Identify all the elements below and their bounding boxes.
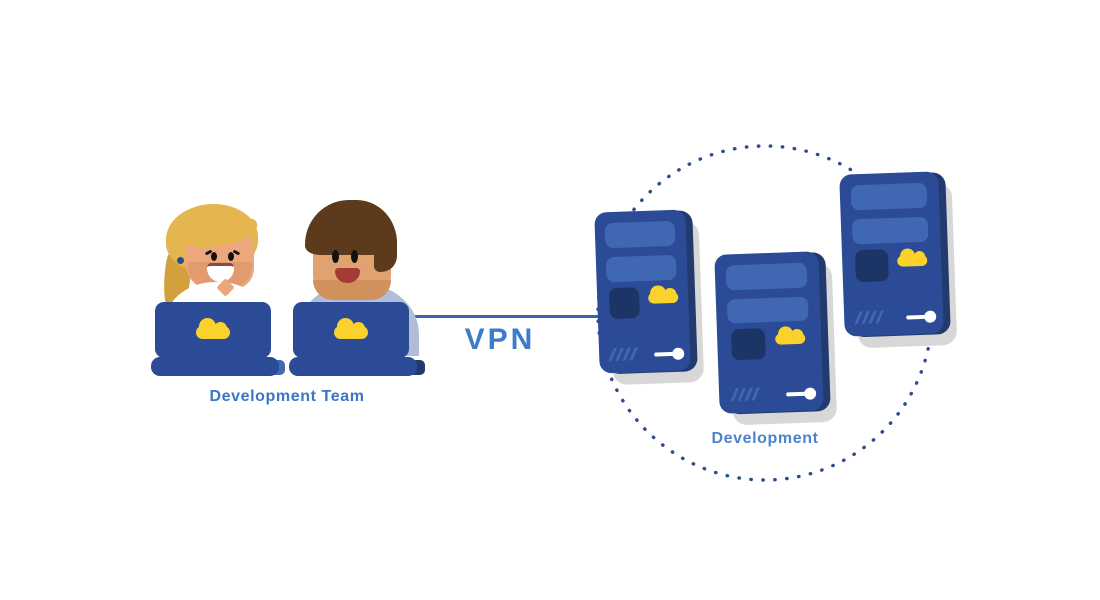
server-body (839, 171, 944, 337)
server-body (714, 251, 824, 414)
woman-eye-right (228, 252, 234, 261)
toggle-knob (924, 310, 937, 323)
server-panel (604, 221, 676, 249)
power-toggle-icon (654, 347, 685, 360)
man-mouth (335, 268, 360, 283)
toggle-knob (803, 387, 816, 400)
cloud-icon (775, 332, 806, 345)
team-label: Development Team (209, 388, 365, 405)
man-eye-right (351, 250, 358, 263)
vpn-label: VPN (464, 323, 536, 356)
server-panel (850, 183, 928, 211)
server-group-label: Development (711, 430, 819, 447)
server-panel (727, 296, 809, 324)
server-2 (714, 251, 838, 426)
woman-smile (207, 263, 234, 282)
server-drive-bay (730, 327, 766, 361)
vents-icon (608, 347, 638, 362)
cloud-icon (196, 317, 230, 339)
laptop-1 (151, 302, 285, 378)
vpn-connection-line (410, 315, 602, 318)
cloud-icon (334, 317, 368, 339)
man-eye-left (332, 250, 339, 263)
cloud-icon (648, 291, 679, 304)
server-panel (605, 254, 677, 283)
laptop-base (151, 357, 279, 376)
woman-eye-left (211, 252, 217, 261)
power-toggle-icon (785, 387, 816, 400)
server-drive-bay (608, 286, 640, 320)
man-hair-side (374, 230, 397, 272)
laptop-lid (293, 302, 409, 358)
cloud-icon (897, 254, 928, 267)
man-neck-shade (313, 280, 391, 300)
laptop-base (289, 357, 417, 376)
server-panel (726, 262, 807, 291)
woman-earring (177, 257, 184, 264)
server-panel (851, 217, 929, 245)
vents-icon (854, 310, 884, 325)
toggle-knob (671, 347, 685, 360)
laptop-2 (289, 302, 425, 378)
vents-icon (729, 387, 760, 402)
server-body (594, 209, 691, 374)
server-1 (594, 209, 705, 386)
server-3 (839, 171, 958, 349)
laptop-lid (155, 302, 271, 358)
server-drive-bay (854, 249, 889, 282)
power-toggle-icon (906, 310, 937, 323)
